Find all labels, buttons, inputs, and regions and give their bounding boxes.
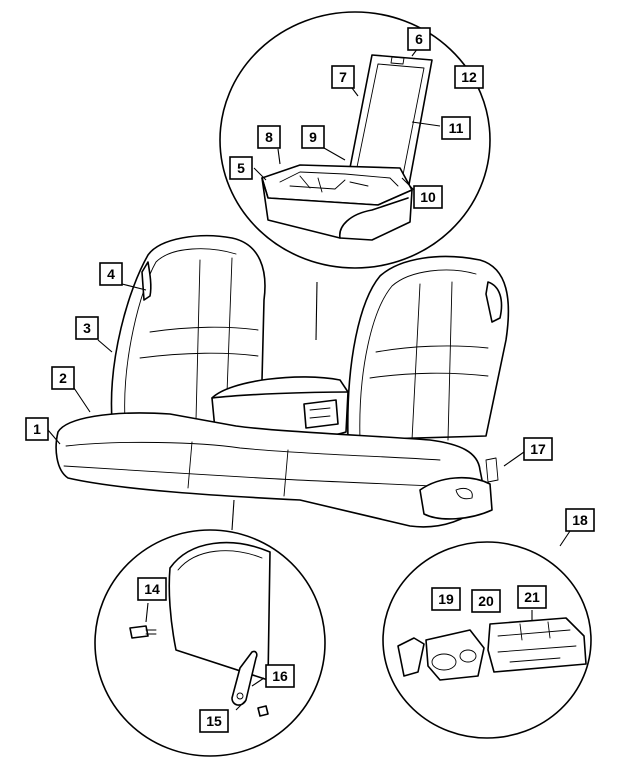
svg-text:21: 21 [524, 589, 540, 605]
callout-4: 4 [99, 262, 123, 286]
svg-text:12: 12 [461, 69, 477, 85]
svg-text:15: 15 [206, 713, 222, 729]
svg-text:10: 10 [420, 189, 436, 205]
seat-side-shield [419, 476, 493, 520]
callout-17: 17 [523, 437, 553, 461]
bracket-plate [487, 617, 587, 673]
seatback-detail-leader [231, 499, 235, 531]
svg-text:18: 18 [572, 512, 588, 528]
console-leader-line [315, 281, 318, 341]
svg-text:17: 17 [530, 441, 546, 457]
svg-text:19: 19 [438, 591, 454, 607]
bracket-clip [425, 629, 485, 681]
callout-1: 1 [25, 417, 49, 441]
screw [257, 705, 269, 717]
bolt [129, 625, 149, 639]
svg-text:7: 7 [339, 69, 347, 85]
svg-text:16: 16 [272, 668, 288, 684]
callout-8: 8 [257, 125, 281, 149]
bracket-detail-circle [382, 541, 592, 739]
svg-text:1: 1 [33, 421, 41, 437]
svg-text:6: 6 [415, 31, 423, 47]
right-seatback [347, 255, 510, 441]
svg-text:8: 8 [265, 129, 273, 145]
callout-3: 3 [75, 316, 99, 340]
callout-7: 7 [331, 65, 355, 89]
callout-20: 20 [471, 589, 501, 613]
callout-10: 10 [413, 185, 443, 209]
callout-12: 12 [454, 65, 484, 89]
console-detail-circle [219, 11, 491, 269]
seatback-panel-detail [94, 529, 326, 757]
bracket-detail [382, 541, 592, 739]
seatback-detail-circle [94, 529, 326, 757]
callout-14: 14 [137, 577, 167, 601]
svg-text:5: 5 [237, 160, 245, 176]
svg-text:14: 14 [144, 581, 160, 597]
callout-6: 6 [407, 27, 431, 51]
seatback-panel [168, 541, 271, 681]
callout-19: 19 [431, 587, 461, 611]
svg-text:3: 3 [83, 320, 91, 336]
bracket-left [397, 637, 425, 677]
bench-seat [55, 235, 510, 528]
svg-text:9: 9 [309, 129, 317, 145]
callout-11: 11 [441, 116, 471, 140]
callout-16: 16 [265, 664, 295, 688]
seat-hinge [231, 650, 258, 706]
callout-18: 18 [565, 508, 595, 532]
console-detail-view [219, 11, 491, 269]
callout-15: 15 [199, 709, 229, 733]
callout-2: 2 [51, 366, 75, 390]
svg-text:2: 2 [59, 370, 67, 386]
callout-21: 21 [517, 585, 547, 609]
svg-text:20: 20 [478, 593, 494, 609]
svg-text:4: 4 [107, 266, 115, 282]
callout-5: 5 [229, 156, 253, 180]
callout-9: 9 [301, 125, 325, 149]
svg-text:11: 11 [449, 120, 464, 136]
